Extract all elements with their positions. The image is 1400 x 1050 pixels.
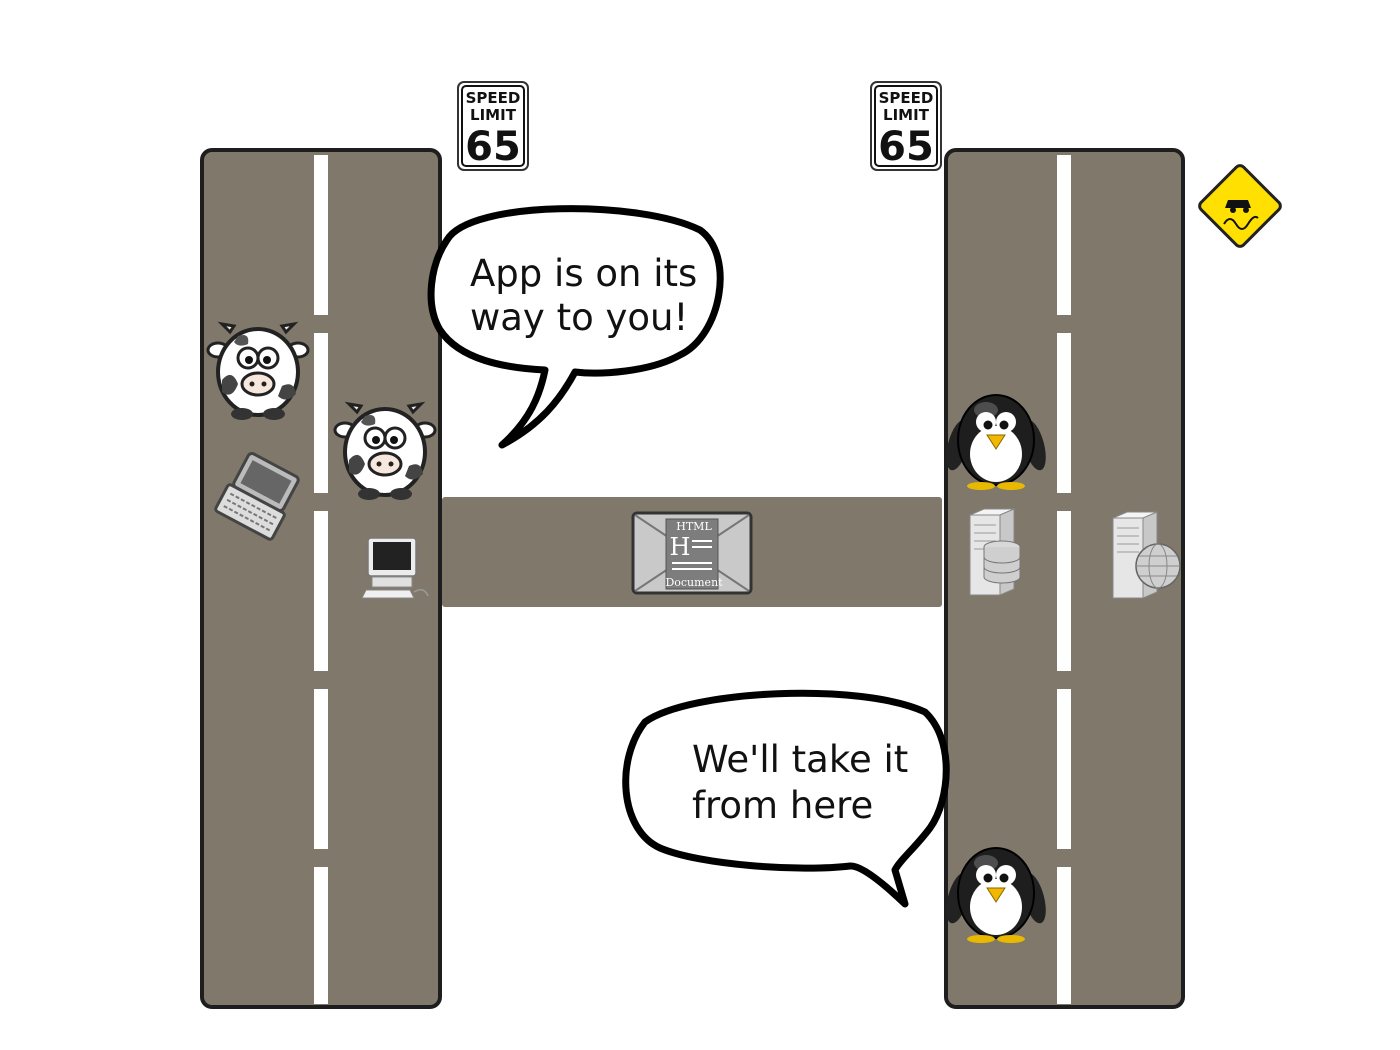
slippery-road-sign-icon <box>1198 164 1282 248</box>
svg-text:way to you!: way to you! <box>470 296 688 339</box>
speech-bubble-right: We'll take it from here <box>622 689 950 908</box>
svg-text:SPEED: SPEED <box>466 89 521 107</box>
svg-text:HTML: HTML <box>676 520 712 533</box>
svg-text:App is on its: App is on its <box>470 252 697 295</box>
svg-text:Document: Document <box>665 576 723 589</box>
web-server-icon <box>1112 511 1181 599</box>
svg-text:LIMIT: LIMIT <box>470 106 517 124</box>
svg-text:from here: from here <box>692 784 873 827</box>
svg-text:We'll take it: We'll take it <box>692 738 908 781</box>
database-server-icon <box>969 508 1021 596</box>
svg-text:SPEED: SPEED <box>879 89 934 107</box>
laptop-icon <box>214 451 300 541</box>
right-road <box>944 148 1185 1009</box>
svg-text:LIMIT: LIMIT <box>883 106 930 124</box>
speed-limit-sign-icon: SPEED LIMIT 65 <box>870 81 942 171</box>
speed-limit-sign-icon: SPEED LIMIT 65 <box>457 81 529 171</box>
desktop-computer-icon <box>361 537 429 599</box>
html-document-icon: HTML H Document <box>631 511 753 595</box>
svg-text:65: 65 <box>465 124 521 170</box>
speech-bubble-left: App is on its way to you! <box>427 205 724 449</box>
svg-text:65: 65 <box>878 124 934 170</box>
svg-text:H: H <box>670 533 691 561</box>
